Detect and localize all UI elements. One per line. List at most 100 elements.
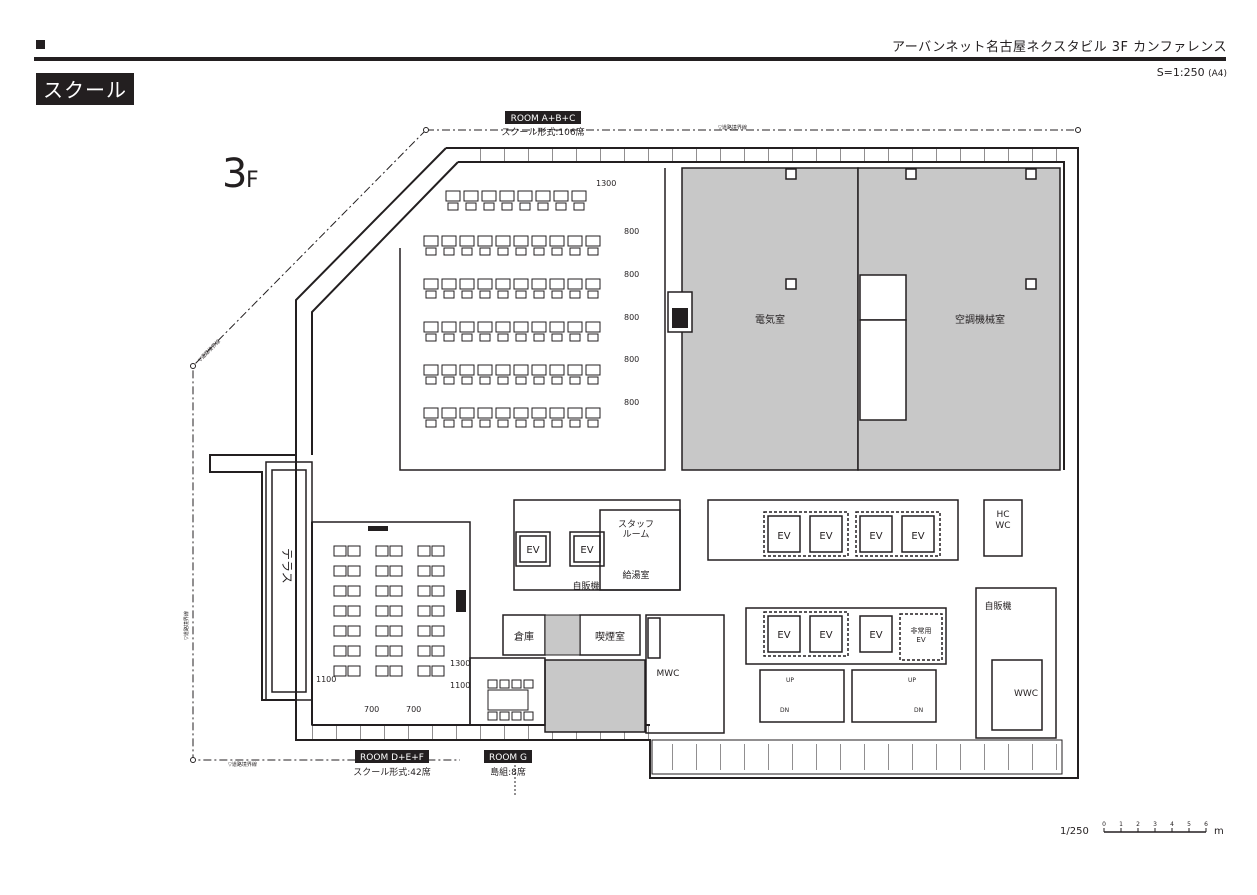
scale-tick-label: 4 <box>1170 821 1174 828</box>
desk <box>567 364 583 376</box>
chair <box>479 419 491 428</box>
mwc <box>645 614 725 734</box>
chair <box>587 247 599 256</box>
desk <box>553 190 569 202</box>
chair <box>515 419 527 428</box>
chair <box>425 333 437 342</box>
chair <box>533 333 545 342</box>
desk <box>585 235 601 247</box>
room-g <box>469 657 546 726</box>
desk <box>499 190 515 202</box>
desk <box>495 278 511 290</box>
desk <box>347 645 361 657</box>
room-abc-badge <box>505 111 581 124</box>
facade-mullions-right <box>1064 170 1078 470</box>
desk <box>481 190 497 202</box>
chair <box>501 202 513 211</box>
elevator-label: EV <box>869 630 882 641</box>
desk <box>531 407 547 419</box>
desk <box>389 585 403 597</box>
desk <box>375 585 389 597</box>
desk <box>531 364 547 376</box>
desk <box>495 364 511 376</box>
scale-tick-label: 3 <box>1153 821 1157 828</box>
hvac-room-label: 空調機械室 <box>955 313 1005 326</box>
chair <box>443 419 455 428</box>
desk <box>333 645 347 657</box>
desk <box>417 625 431 637</box>
room-def <box>311 521 471 726</box>
hcwc-label-2: WC <box>995 521 1010 531</box>
room-abc-capacity: スクール形式:106席 <box>501 126 584 138</box>
wwc-label: WWC <box>1014 689 1038 699</box>
smoking-room-label: 喫煙室 <box>595 630 625 643</box>
kitchen-label: 給湯室 <box>622 569 649 581</box>
dim-1300-def: 1300 <box>450 659 470 668</box>
desk <box>333 605 347 617</box>
chair <box>479 376 491 385</box>
desk <box>333 665 347 677</box>
chair <box>499 711 510 721</box>
desk <box>375 565 389 577</box>
desk <box>423 364 439 376</box>
desk <box>347 565 361 577</box>
desk <box>417 565 431 577</box>
desk <box>347 665 361 677</box>
desk <box>441 235 457 247</box>
property-boundary <box>192 129 1078 761</box>
desk <box>513 407 529 419</box>
shaft-2 <box>859 319 907 421</box>
elevator-label: EV <box>777 630 790 641</box>
desks-room-abc <box>423 190 601 428</box>
desk <box>441 364 457 376</box>
chair <box>497 290 509 299</box>
desk <box>549 407 565 419</box>
chair <box>587 290 599 299</box>
elevator-bank-upper <box>707 499 959 561</box>
chair <box>551 290 563 299</box>
desk <box>567 235 583 247</box>
stair-down: DN <box>780 707 789 714</box>
desk <box>567 407 583 419</box>
staff-room-label-2: ルーム <box>623 529 650 540</box>
chair <box>425 419 437 428</box>
chair <box>497 333 509 342</box>
dim-800: 800 <box>624 270 639 279</box>
floor-suffix: F <box>246 168 259 193</box>
scale-unit: m <box>1214 826 1224 837</box>
chair <box>443 376 455 385</box>
elevator-label: EV <box>819 630 832 641</box>
structural-columns <box>785 168 1037 290</box>
desk <box>417 665 431 677</box>
desk <box>417 585 431 597</box>
desk <box>549 321 565 333</box>
desk <box>347 585 361 597</box>
storage-label: 倉庫 <box>514 630 534 643</box>
layout-tag: スクール <box>36 73 134 105</box>
shaft <box>859 274 907 321</box>
vending-label: 自販機 <box>572 580 599 592</box>
desk <box>585 321 601 333</box>
desk <box>477 364 493 376</box>
desk <box>375 605 389 617</box>
header-rule <box>34 57 1226 61</box>
desk <box>431 645 445 657</box>
chair <box>569 419 581 428</box>
room-def-name: ROOM D+E+F <box>360 753 424 763</box>
chair <box>587 419 599 428</box>
boundary-label-left: ▽道路境界線 <box>183 611 190 640</box>
desk <box>517 190 533 202</box>
dim-800: 800 <box>624 355 639 364</box>
desk <box>347 625 361 637</box>
electric-room-label: 電気室 <box>755 313 785 326</box>
chair <box>461 247 473 256</box>
elevator-bank-lower <box>745 607 947 665</box>
chair <box>479 247 491 256</box>
boundary-label-top: ▽道路境界線 <box>718 124 747 131</box>
desk <box>423 235 439 247</box>
chair <box>443 247 455 256</box>
chair <box>497 419 509 428</box>
desk <box>531 278 547 290</box>
desk <box>585 407 601 419</box>
chair <box>461 290 473 299</box>
